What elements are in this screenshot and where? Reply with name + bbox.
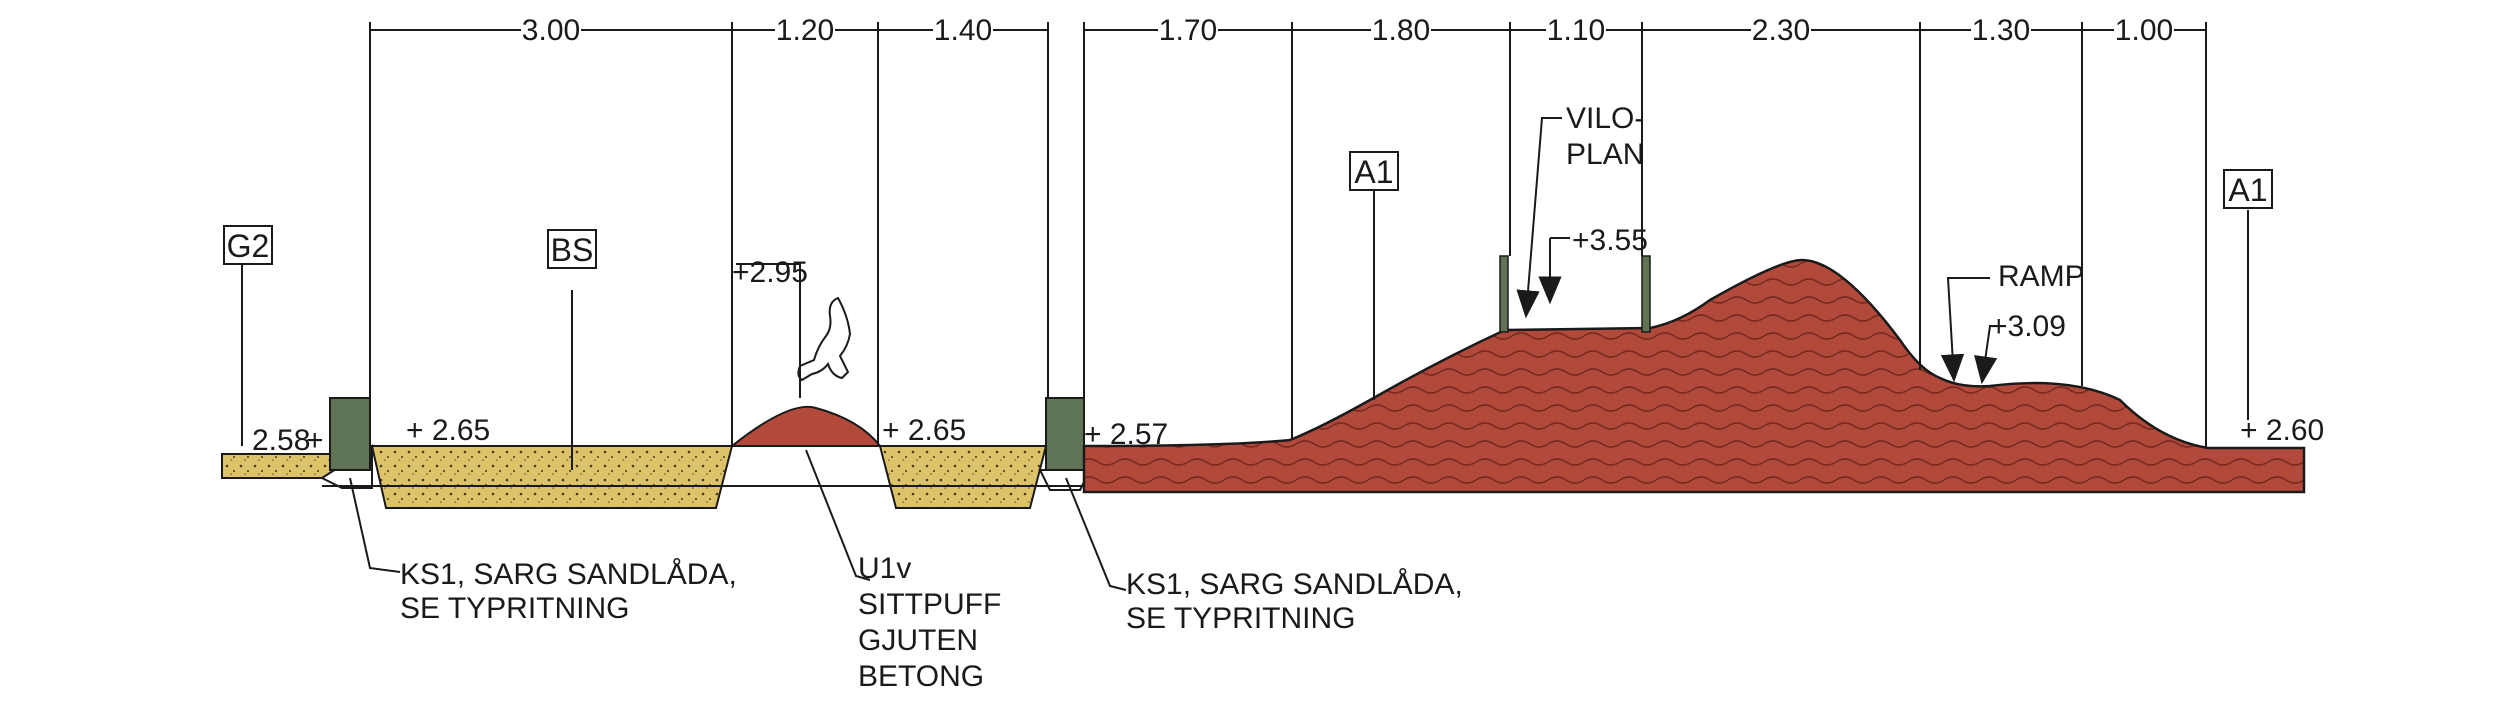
tag-a1-left-box (1349, 151, 1399, 191)
child-figure (797, 296, 852, 382)
sittpuff (729, 405, 883, 447)
note-ks1-left-2: SE TYPRITNING (400, 592, 629, 625)
dimension-label: 1.20 (776, 14, 834, 47)
dimension-bg (1751, 16, 1811, 44)
tag-bs-box (547, 229, 597, 269)
level-260: + 2.60 (2240, 414, 2324, 447)
level-257: + 2.57 (1084, 418, 1168, 451)
note-u1v-1: U1v (858, 552, 911, 585)
dimension-label: 1.30 (1972, 14, 2030, 47)
level-258-plus: + (306, 424, 324, 457)
note-vilo-1: VILO- (1566, 102, 1644, 135)
dimension-bg (2114, 16, 2174, 44)
leaders (241, 117, 2249, 591)
dimension-bg (521, 16, 581, 44)
dimension-bg (1371, 16, 1431, 44)
curb-left (329, 397, 371, 471)
curb-right (1045, 397, 1085, 471)
dimension-label: 1.70 (1159, 14, 1217, 47)
note-vilo-2: PLAN (1566, 138, 1644, 171)
main-mound (1082, 258, 2306, 494)
dimension-label: 3.00 (522, 14, 580, 47)
note-u1v-2: SITTPUFF (858, 588, 1001, 621)
dimension-bg (1971, 16, 2031, 44)
ground-g2 (221, 453, 335, 479)
level-258: 2.58 (252, 424, 310, 457)
level-295: +2.95 (732, 256, 808, 289)
dimension-label: 1.80 (1372, 14, 1430, 47)
note-ramp: RAMP (1998, 260, 2085, 293)
dimension-label: 1.00 (2115, 14, 2173, 47)
sandbox-right (878, 445, 1048, 509)
tag-g2-box (223, 225, 273, 265)
dimension-chain (369, 22, 2207, 448)
note-ks1-right-2: SE TYPRITNING (1126, 602, 1355, 635)
tag-g2: G2 (227, 228, 270, 264)
note-ks1-right-1: KS1, SARG SANDLÅDA, (1126, 568, 1463, 601)
tag-a1-left: A1 (1354, 154, 1393, 190)
dimension-bg (1546, 16, 1606, 44)
level-265b: + 2.65 (882, 414, 966, 447)
tag-a1-right-box (2223, 169, 2273, 209)
dimension-bg (775, 16, 835, 44)
level-265a: + 2.65 (406, 414, 490, 447)
dimension-label: 1.10 (1547, 14, 1605, 47)
dimension-bg (933, 16, 993, 44)
level-309: +3.09 (1990, 310, 2066, 343)
platform-post-left (1499, 255, 1509, 333)
tag-a1-right: A1 (2228, 172, 2267, 208)
dimension-bg (1158, 16, 1218, 44)
note-u1v-4: BETONG (858, 660, 984, 693)
sandbox-left (370, 445, 734, 509)
note-ks1-left-1: KS1, SARG SANDLÅDA, (400, 558, 737, 591)
dimension-label: 1.40 (934, 14, 992, 47)
note-u1v-3: GJUTEN (858, 624, 978, 657)
platform-post-right (1641, 255, 1651, 333)
tag-bs: BS (551, 232, 594, 268)
level-355: +3.55 (1572, 224, 1648, 257)
dimension-label: 2.30 (1752, 14, 1810, 47)
